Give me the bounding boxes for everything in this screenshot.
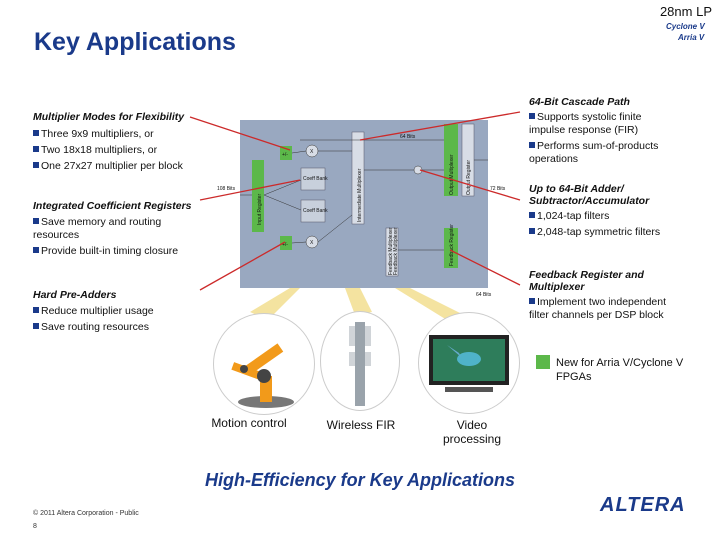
coefficient-registers-section: Integrated Coefficient Registers Save me… <box>33 200 203 258</box>
coeff-bank-label-1: Coeff Bank <box>303 176 328 182</box>
plus-label-2: +/- <box>282 242 288 248</box>
page-title: Key Applications <box>34 28 236 56</box>
robot-arm-icon <box>231 343 294 408</box>
list-item: Reduce multiplier usage <box>33 305 223 318</box>
cascade-path-section: 64-Bit Cascade Path Supports systolic fi… <box>529 96 679 166</box>
leader-lines <box>189 111 521 291</box>
coeff-bank-2 <box>300 199 326 223</box>
multiplier-heading: Multiplier Modes for Flexibility <box>33 111 185 123</box>
adder-section: Up to 64-Bit Adder/ Subtractor/Accumulat… <box>529 183 689 239</box>
output-mux-label: Output Multiplexer <box>449 154 455 195</box>
diagram-wires <box>240 139 488 251</box>
feedback-mux-label: Feedback Multiplexer <box>388 227 394 275</box>
list-item: Save memory and routing resources <box>33 216 162 241</box>
process-node-label: 28nm LP <box>659 4 712 19</box>
feedback-register-label: Feedback Register <box>449 224 455 266</box>
label-64bits-bottom: 64 Bits <box>476 292 492 298</box>
list-item: Three 9x9 multipliers, or <box>33 128 243 141</box>
hard-pre-adders-section: Hard Pre-Adders Reduce multiplier usage … <box>33 289 223 334</box>
page-number: 8 <box>33 523 37 530</box>
mult-label-1: X <box>310 149 314 155</box>
output-register-label: Output Register <box>466 160 472 195</box>
feedback-section: Feedback Register and Multiplexer Implem… <box>529 269 679 322</box>
list-item: Supports systolic finite impulse respons… <box>529 111 642 136</box>
list-item: 1,024-tap filters <box>529 210 689 223</box>
coefficient-heading: Integrated Coefficient Registers <box>33 200 192 212</box>
caption-video-processing: Video processing <box>442 418 502 446</box>
list-item: 2,048-tap symmetric filters <box>529 226 689 239</box>
feedback-heading: Feedback Register and Multiplexer <box>529 269 644 293</box>
label-72bits: 72 Bits <box>490 186 506 192</box>
antenna-tower-icon <box>349 322 371 406</box>
video-processing-image <box>418 312 520 414</box>
multiplier-modes-section: Multiplier Modes for Flexibility Three 9… <box>33 111 243 173</box>
legend-swatch <box>536 355 550 369</box>
caption-motion-control: Motion control <box>211 416 287 430</box>
wireless-tower-image <box>320 311 400 411</box>
coeff-bank-label-2: Coeff Bank <box>303 208 328 214</box>
list-item: Provide built-in timing closure <box>33 245 203 258</box>
label-108bits: 108 Bits <box>217 186 236 192</box>
product-logos: Cyclone V Arria V <box>662 22 718 44</box>
copyright-text: © 2011 Altera Corporation - Public <box>33 510 139 517</box>
intermediate-mux-block <box>351 131 365 225</box>
feedback-mux-label-2: Feedback Multiplexer <box>393 227 399 275</box>
beam-wireless <box>345 288 372 315</box>
list-item: Two 18x18 multipliers, or <box>33 144 243 157</box>
caption-wireless-fir: Wireless FIR <box>326 418 396 432</box>
intermediate-mux-label: Intermediate Multiplexer <box>357 168 363 222</box>
altera-logo: ALTERA <box>600 494 686 516</box>
motion-control-image <box>213 313 315 415</box>
feedback-register-block <box>444 228 458 268</box>
list-item: Save routing resources <box>33 321 223 334</box>
list-item: Implement two independent filter channel… <box>529 296 666 321</box>
label-64bits-top: 64 Bits <box>400 134 416 140</box>
input-register-label: Input Register <box>257 194 263 225</box>
beam-motion <box>250 288 300 320</box>
adder-heading: Up to 64-Bit Adder/ Subtractor/Accumulat… <box>529 183 650 207</box>
arria-logo: Arria V <box>678 33 705 42</box>
pre-adder-2 <box>280 236 292 250</box>
tagline: High-Efficiency for Key Applications <box>204 470 516 490</box>
plus-label-1: +/- <box>282 152 288 158</box>
coeff-bank-1 <box>300 167 326 191</box>
list-item: One 27x27 multiplier per block <box>33 160 243 173</box>
cyclone-logo: Cyclone V <box>666 22 705 31</box>
legend-text: New for Arria V/Cyclone V FPGAs <box>556 357 684 383</box>
preadders-heading: Hard Pre-Adders <box>33 289 117 301</box>
mult-label-2: X <box>310 240 314 246</box>
feedback-mux-block <box>385 227 399 277</box>
list-item: Performs sum-of-products operations <box>529 140 659 165</box>
input-register-block <box>252 160 264 232</box>
tv-screen-icon <box>429 335 509 392</box>
cascade-heading: 64-Bit Cascade Path <box>529 96 630 108</box>
